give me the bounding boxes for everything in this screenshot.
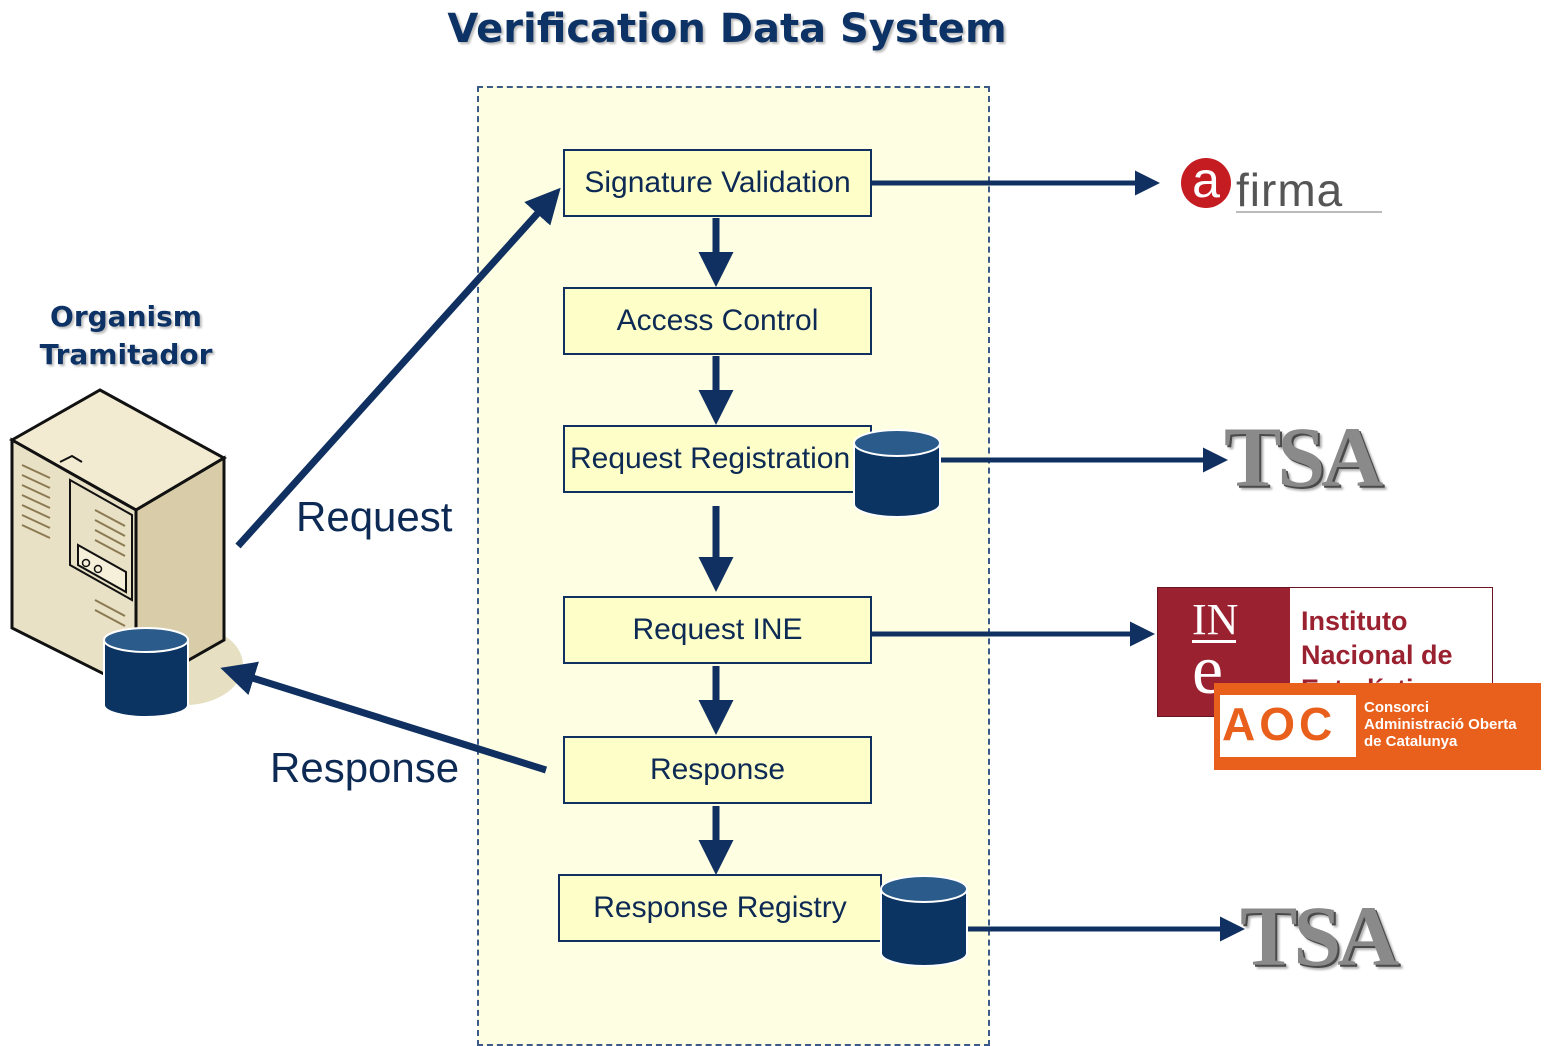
tsa-logo-1: TSA [1224,409,1383,505]
request-label: Request [296,493,453,540]
server-icon [8,388,243,718]
aoc-logo-letters: AOC [1222,698,1337,750]
request-arrow [235,187,561,549]
organism-label-line2: Tramitador [39,338,213,371]
step-response-registry: Response Registry [558,874,882,942]
diagram-title: Verification Data System [447,6,1007,52]
step-response: Response [563,736,872,804]
step-request-registration: Request Registration [563,425,872,493]
database-icon [853,429,941,518]
database-icon [880,875,968,967]
tsa-logo-2: TSA [1240,888,1399,984]
ine-letters-top: IN [1192,595,1239,644]
step-signature-validation: Signature Validation [563,149,872,217]
step-request-ine: Request INE [563,596,872,664]
aoc-logo-name: Consorci Administració Oberta de Catalun… [1364,699,1517,750]
aoc-logo: AOC Consorci Administració Oberta de Cat… [1214,683,1541,770]
step-access-control: Access Control [563,287,872,355]
response-arrow [220,661,548,774]
afirma-logo-text: firma [1236,164,1344,216]
afirma-logo-icon: a [1181,155,1231,208]
response-label: Response [270,744,460,791]
organism-label-line1: Organism [50,300,202,333]
afirma-underline [1236,211,1382,213]
